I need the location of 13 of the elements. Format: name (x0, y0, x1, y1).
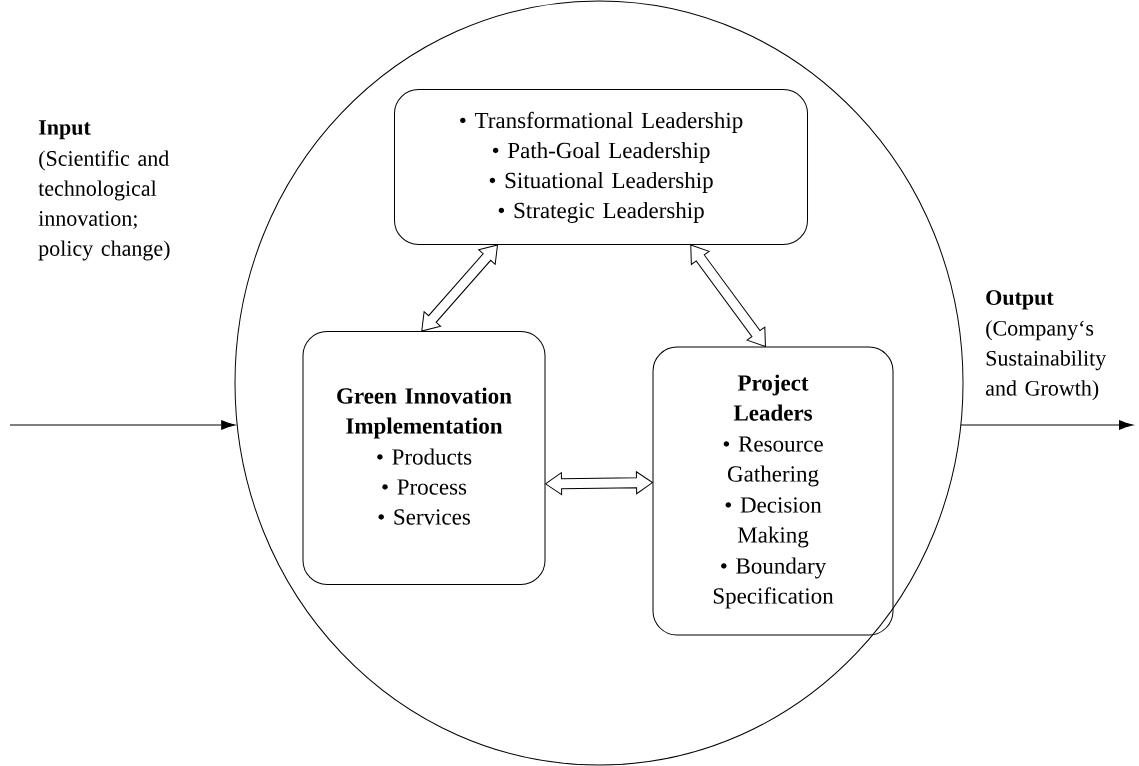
side-note: (Company‘s Sustainability and Growth) (986, 320, 1107, 401)
double-arrow (690, 244, 766, 347)
arrow (960, 420, 1134, 430)
circle-boundary (234, 0, 964, 766)
side-note: (Scientific and technological innovation; policy change) (38, 150, 170, 261)
input-heading: Input (38, 120, 91, 140)
rounded-box: Project Leaders • Resource Gathering • Decision Making • Boundary Specification (652, 346, 894, 636)
double-arrow (421, 244, 498, 332)
double-arrow (545, 471, 653, 496)
rounded-box: Green Innovation Implementation • Products • Process • Services (302, 331, 546, 585)
arrow (9, 420, 236, 430)
rounded-box: • Transformational Leadership • Path-Goal Leadership • Situational Leadership • Strategic Leadership (394, 89, 808, 245)
output-heading: Output (986, 290, 1054, 310)
